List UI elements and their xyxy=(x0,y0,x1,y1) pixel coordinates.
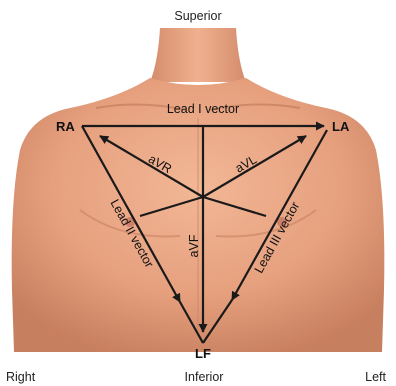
neck-shape xyxy=(150,28,246,82)
lf-label: LF xyxy=(195,346,211,361)
inferior-label: Inferior xyxy=(185,370,224,384)
torso-illustration xyxy=(12,28,385,352)
avf-label: aVF xyxy=(187,234,201,257)
right-label: Right xyxy=(6,370,36,384)
superior-label: Superior xyxy=(174,9,221,23)
left-label: Left xyxy=(365,370,386,384)
ra-label: RA xyxy=(56,119,75,134)
lead-i-label: Lead I vector xyxy=(167,102,239,116)
la-label: LA xyxy=(332,119,350,134)
